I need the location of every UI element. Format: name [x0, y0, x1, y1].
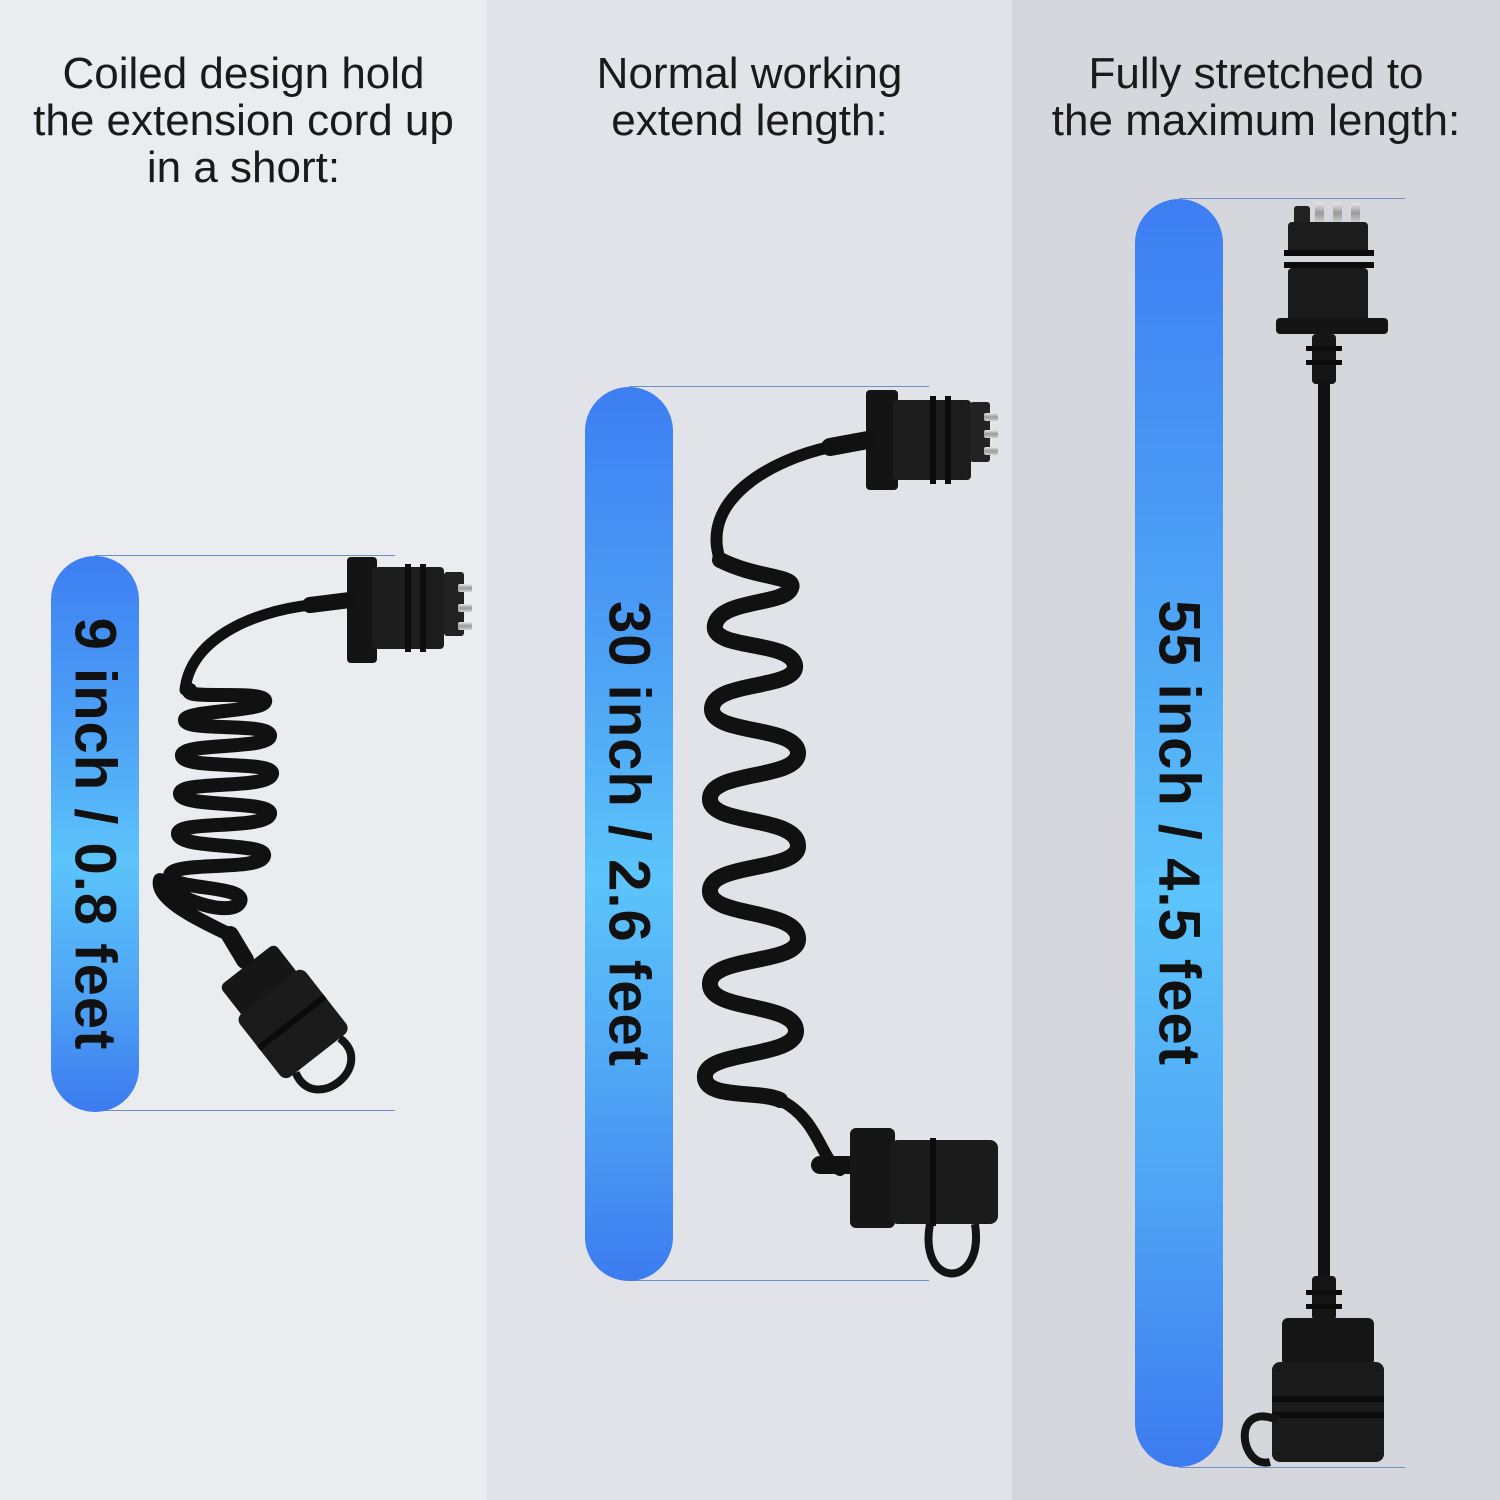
- panel-normal: [487, 0, 1012, 1500]
- panel-stretched: [1012, 0, 1500, 1500]
- caption-line: the maximum length:: [1051, 96, 1461, 145]
- measure-bar-stretched: 55 inch / 4.5 feet: [1135, 199, 1223, 1467]
- caption-line: Fully stretched to: [1088, 49, 1424, 98]
- caption-coiled: Coiled design hold the extension cord up…: [0, 50, 487, 191]
- plug-connector-icon: [866, 390, 998, 490]
- caption-line: extend length:: [611, 96, 888, 145]
- coiled-cable-extended-icon: [697, 390, 998, 1278]
- plug-connector-icon: [347, 557, 472, 663]
- guide-line-bottom: [629, 1280, 929, 1281]
- guide-line-top: [629, 386, 929, 387]
- guide-line-top: [1179, 198, 1405, 199]
- guide-line-bottom: [95, 1110, 395, 1111]
- guide-line-top: [95, 555, 395, 556]
- cable-fully-stretched-icon: [1240, 203, 1388, 1467]
- caption-line: Coiled design hold: [62, 49, 425, 98]
- plug-connector-icon: [1276, 203, 1388, 334]
- caption-line: Normal working: [596, 49, 903, 98]
- guide-line-bottom: [1179, 1467, 1405, 1468]
- measure-bar-normal: 30 inch / 2.6 feet: [585, 387, 673, 1281]
- socket-connector-icon: [221, 945, 356, 1094]
- caption-normal: Normal working extend length:: [487, 50, 1012, 144]
- caption-stretched: Fully stretched to the maximum length:: [1012, 50, 1500, 144]
- caption-line: in a short:: [146, 143, 341, 192]
- coiled-cable-short-icon: [152, 557, 472, 1094]
- measure-bar-coiled: 9 inch / 0.8 feet: [51, 556, 139, 1112]
- caption-line: the extension cord up: [33, 96, 454, 145]
- socket-connector-icon: [1240, 1318, 1384, 1467]
- socket-connector-icon: [850, 1128, 998, 1278]
